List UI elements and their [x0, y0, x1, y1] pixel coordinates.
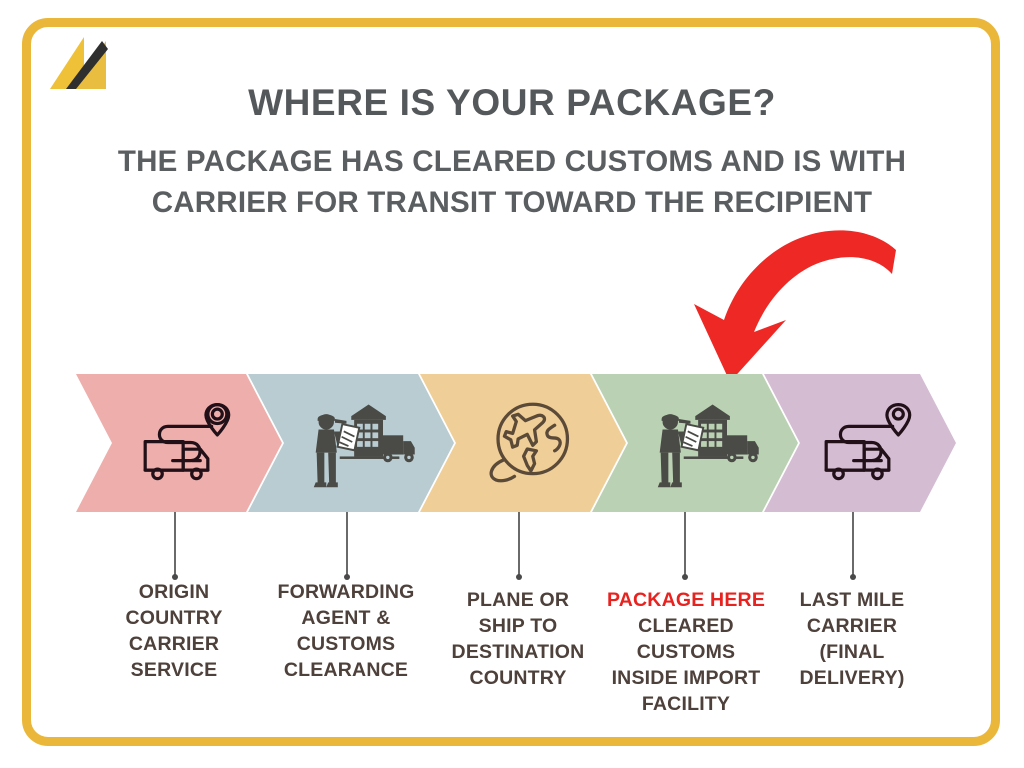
- step-3-label-line-3: DESTINATION: [451, 640, 585, 663]
- process-step-1-label: ORIGIN COUNTRY CARRIER SERVICE: [94, 580, 254, 684]
- connector-dot-2: [344, 574, 350, 580]
- step-3-label-line-1: PLANE OR: [466, 589, 570, 611]
- step-1-label-line-2: COUNTRY: [125, 606, 223, 629]
- step-2-label-line-3: CUSTOMS: [296, 632, 396, 655]
- process-step-4-label: PACKAGE HERE CLEARED CUSTOMS INSIDE IMPO…: [598, 588, 774, 718]
- connector-line-4: [684, 512, 686, 576]
- step-3-label-line-2: SHIP TO: [478, 614, 558, 637]
- globe-airplane-icon: [471, 391, 589, 495]
- step-4-label-line-2: CUSTOMS: [636, 640, 736, 663]
- step-1-label-line-1: ORIGIN: [138, 581, 210, 603]
- process-step-2-label: FORWARDING AGENT & CUSTOMS CLEARANCE: [256, 580, 436, 684]
- step-2-label-line-4: CLEARANCE: [283, 658, 409, 681]
- process-step-1-chevron[interactable]: [76, 374, 282, 512]
- connector-line-3: [518, 512, 520, 576]
- step-5-label-line-2: CARRIER: [806, 614, 898, 637]
- step-5-label-line-4: DELIVERY): [799, 666, 905, 689]
- connector-dot-5: [850, 574, 856, 580]
- brand-logo: [46, 33, 118, 95]
- page-subtitle: THE PACKAGE HAS CLEARED CUSTOMS AND IS W…: [62, 142, 962, 223]
- step-4-label-line-3: INSIDE IMPORT: [611, 666, 761, 689]
- step-5-label-line-1: LAST MILE: [799, 589, 905, 611]
- process-step-2-chevron[interactable]: [248, 374, 454, 512]
- step-2-label-line-1: FORWARDING: [277, 581, 415, 603]
- step-3-label-line-4: COUNTRY: [469, 666, 567, 689]
- process-chevron-strip: [76, 374, 956, 512]
- connector-dot-4: [682, 574, 688, 580]
- truck-route-pin-icon: [808, 391, 926, 495]
- warehouse-worker-truck-icon: [643, 391, 761, 495]
- step-1-label-line-4: SERVICE: [130, 658, 218, 681]
- page-subtitle-line-1: THE PACKAGE HAS CLEARED CUSTOMS AND IS W…: [117, 145, 907, 178]
- step-4-label-line-1: CLEARED: [638, 614, 734, 637]
- process-step-3-label: PLANE OR SHIP TO DESTINATION COUNTRY: [432, 588, 604, 692]
- connector-dot-1: [172, 574, 178, 580]
- connector-line-1: [174, 512, 176, 576]
- step-4-label-line-4: FACILITY: [641, 692, 731, 715]
- page-title: WHERE IS YOUR PACKAGE?: [248, 82, 776, 123]
- connector-dot-3: [516, 574, 522, 580]
- process-step-5-label: LAST MILE CARRIER (FINAL DELIVERY): [778, 588, 926, 692]
- connector-line-5: [852, 512, 854, 576]
- step-1-label-line-3: CARRIER: [128, 632, 220, 655]
- warehouse-worker-truck-icon: [299, 391, 417, 495]
- step-2-label-line-2: AGENT &: [301, 606, 391, 629]
- truck-route-pin-icon: [127, 391, 245, 495]
- process-step-5-chevron[interactable]: [764, 374, 956, 512]
- package-here-badge: PACKAGE HERE: [606, 589, 766, 611]
- page-subtitle-line-2: CARRIER FOR TRANSIT TOWARD THE RECIPIENT: [151, 185, 873, 219]
- curved-down-left-arrow-icon: [668, 222, 898, 387]
- step-5-label-line-3: (FINAL: [819, 640, 885, 663]
- connector-line-2: [346, 512, 348, 576]
